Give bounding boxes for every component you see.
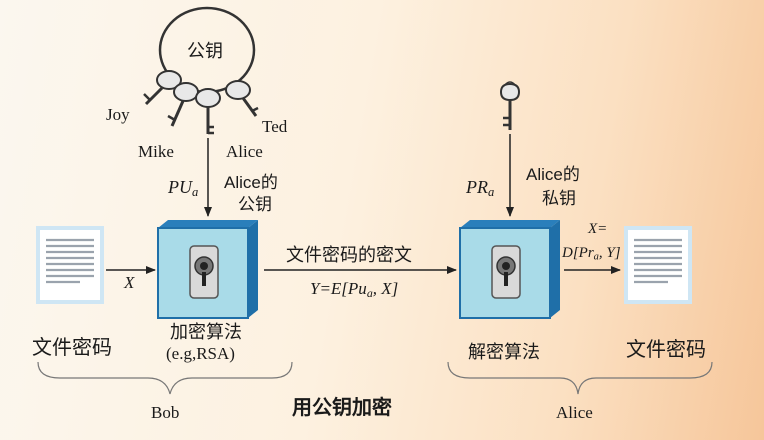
plaintext-input-symbol: X bbox=[124, 273, 135, 292]
plaintext-document-left bbox=[36, 226, 104, 304]
key-owner-joy: Joy bbox=[106, 105, 130, 124]
lock-icon bbox=[491, 245, 521, 299]
public-key-ring-title: 公钥 bbox=[187, 41, 223, 61]
receiver-brace bbox=[447, 361, 713, 395]
output-formula-line2: D[Pra, Y] bbox=[562, 245, 621, 263]
public-key-desc-line1: Alice的 bbox=[224, 173, 278, 192]
private-key-symbol: PRa bbox=[466, 177, 495, 200]
encryption-algorithm-label: 加密算法 bbox=[170, 322, 242, 342]
plaintext-document-right bbox=[624, 226, 692, 304]
private-key-icon bbox=[499, 81, 521, 130]
key-icon-ted bbox=[225, 80, 259, 117]
decryption-box bbox=[459, 220, 560, 319]
encryption-algorithm-example: (e.g,RSA) bbox=[166, 344, 235, 363]
private-key-desc-line1: Alice的 bbox=[526, 165, 580, 184]
ciphertext-formula: Y=E[Pua, X] bbox=[310, 279, 399, 300]
decryption-algorithm-label: 解密算法 bbox=[468, 342, 540, 362]
key-owner-mike: Mike bbox=[138, 142, 174, 161]
key-owner-ted: Ted bbox=[262, 117, 288, 136]
receiver-brace-label: Alice bbox=[556, 403, 593, 422]
receiver-plaintext-label: 文件密码 bbox=[626, 339, 706, 361]
public-key-ring bbox=[143, 6, 259, 135]
private-key-desc-line2: 私钥 bbox=[542, 189, 576, 208]
ciphertext-label: 文件密码的密文 bbox=[286, 245, 412, 265]
lock-icon bbox=[189, 245, 219, 299]
key-icon-joy bbox=[143, 70, 182, 106]
output-formula-line1: X= bbox=[588, 221, 608, 237]
key-icon-alice bbox=[195, 88, 221, 135]
diagram-caption: 用公钥加密 bbox=[292, 397, 392, 419]
sender-plaintext-label: 文件密码 bbox=[32, 337, 112, 359]
sender-brace-label: Bob bbox=[151, 403, 180, 422]
public-key-desc-line2: 公钥 bbox=[238, 195, 272, 214]
key-owner-alice: Alice bbox=[226, 142, 263, 161]
public-key-symbol: PUa bbox=[168, 177, 199, 200]
sender-brace bbox=[37, 361, 293, 395]
encryption-box bbox=[157, 220, 258, 319]
